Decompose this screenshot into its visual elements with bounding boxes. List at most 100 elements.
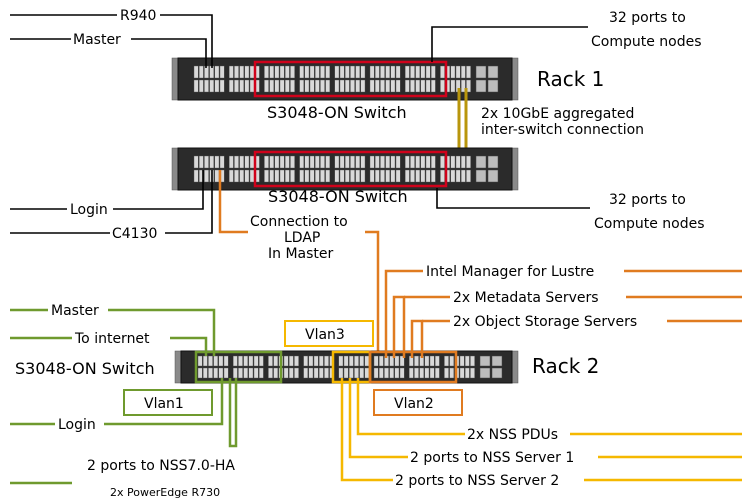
switch-port bbox=[455, 155, 461, 169]
switch-port bbox=[379, 355, 384, 367]
sfp-port bbox=[475, 65, 487, 79]
switch-port bbox=[360, 65, 366, 79]
switch-port bbox=[324, 355, 329, 367]
switch-port bbox=[214, 155, 220, 169]
switch-port bbox=[339, 79, 345, 93]
switch-port bbox=[243, 367, 249, 379]
switch-port bbox=[289, 367, 294, 379]
switch-port bbox=[309, 155, 315, 169]
switch-port bbox=[274, 65, 280, 79]
switch-port bbox=[380, 65, 385, 79]
switch-port bbox=[405, 79, 410, 93]
switch-port bbox=[279, 65, 285, 79]
switch-port bbox=[470, 367, 475, 379]
switch-port bbox=[395, 169, 401, 183]
switch-port bbox=[399, 367, 405, 379]
rack1-bottom-switch bbox=[171, 147, 519, 191]
switch-port bbox=[202, 355, 208, 367]
port-block bbox=[193, 65, 499, 93]
switch-port bbox=[334, 79, 340, 93]
switch-port bbox=[198, 65, 204, 79]
switch-port bbox=[465, 355, 470, 367]
label-nss-ha: 2 ports to NSS7.0-HA bbox=[87, 458, 235, 474]
switch-port bbox=[419, 367, 425, 379]
mds-loop bbox=[392, 295, 406, 358]
switch-port bbox=[425, 65, 431, 79]
switch-port bbox=[380, 79, 385, 93]
switch-port bbox=[444, 367, 449, 379]
switch-port bbox=[415, 79, 421, 93]
switch-port bbox=[360, 79, 366, 93]
rack2-switch bbox=[174, 350, 519, 384]
switch-port bbox=[294, 367, 299, 379]
switch-port bbox=[259, 355, 264, 367]
switch-port bbox=[405, 65, 410, 79]
switch-port bbox=[431, 65, 436, 79]
ldap-line3: In Master bbox=[268, 246, 334, 262]
master-line-cont bbox=[131, 38, 207, 68]
switch-port bbox=[425, 169, 431, 183]
label-c4130: C4130 bbox=[112, 226, 157, 242]
switch-port bbox=[350, 169, 355, 183]
switch-port bbox=[244, 169, 250, 183]
switch-port bbox=[450, 169, 456, 183]
switch-port bbox=[334, 169, 340, 183]
vlan3-label: Vlan3 bbox=[305, 327, 345, 343]
switch-port bbox=[285, 79, 290, 93]
switch-port bbox=[429, 355, 435, 367]
switch-port bbox=[360, 169, 366, 183]
switch-port bbox=[232, 355, 238, 367]
switch-port bbox=[209, 155, 215, 169]
sfp-port bbox=[479, 367, 491, 379]
switch-port bbox=[268, 355, 273, 367]
switch-port bbox=[204, 155, 209, 169]
switch-port bbox=[349, 367, 354, 379]
switch-port bbox=[299, 79, 305, 93]
switch-port bbox=[420, 65, 426, 79]
switch-port bbox=[232, 367, 238, 379]
switch-port bbox=[259, 367, 264, 379]
sfp-port bbox=[475, 169, 487, 183]
switch-port bbox=[244, 65, 250, 79]
switch-port bbox=[290, 79, 295, 93]
switch-port bbox=[320, 65, 325, 79]
switch-port bbox=[350, 155, 355, 169]
switch-port bbox=[395, 155, 401, 169]
switch-port bbox=[355, 65, 361, 79]
switch-port bbox=[385, 65, 391, 79]
switch-port bbox=[389, 355, 395, 367]
switch-port bbox=[243, 355, 249, 367]
switch-port bbox=[193, 65, 199, 79]
label-nss1: 2 ports to NSS Server 1 bbox=[410, 450, 574, 466]
switch-port bbox=[461, 65, 466, 79]
switch-port bbox=[466, 169, 471, 183]
switch-port bbox=[360, 155, 366, 169]
switch-port bbox=[414, 367, 419, 379]
switch-port bbox=[309, 169, 315, 183]
rack1-top-switch-label: S3048-ON Switch bbox=[267, 103, 407, 122]
switch-port bbox=[198, 79, 204, 93]
switch-port bbox=[345, 65, 350, 79]
ldap-line1: Connection to bbox=[250, 214, 348, 230]
switch-port bbox=[375, 155, 380, 169]
switch-port bbox=[375, 79, 380, 93]
switch-port bbox=[369, 79, 375, 93]
switch-port bbox=[264, 155, 269, 169]
switch-port bbox=[395, 79, 401, 93]
switch-port bbox=[394, 367, 400, 379]
switch-port bbox=[213, 367, 219, 379]
switch-port bbox=[380, 169, 385, 183]
switch-port bbox=[248, 367, 254, 379]
rack1-top-switch bbox=[171, 57, 519, 101]
switch-port bbox=[369, 65, 375, 79]
switch-port bbox=[279, 155, 285, 169]
switch-port bbox=[198, 155, 204, 169]
sfp-port bbox=[487, 169, 499, 183]
switch-port bbox=[410, 155, 415, 169]
label-mds: 2x Metadata Servers bbox=[453, 290, 599, 306]
switch-port bbox=[450, 65, 456, 79]
switch-port bbox=[355, 79, 361, 93]
switch-port bbox=[415, 65, 421, 79]
switch-chassis bbox=[177, 147, 513, 191]
switch-port bbox=[223, 355, 229, 367]
